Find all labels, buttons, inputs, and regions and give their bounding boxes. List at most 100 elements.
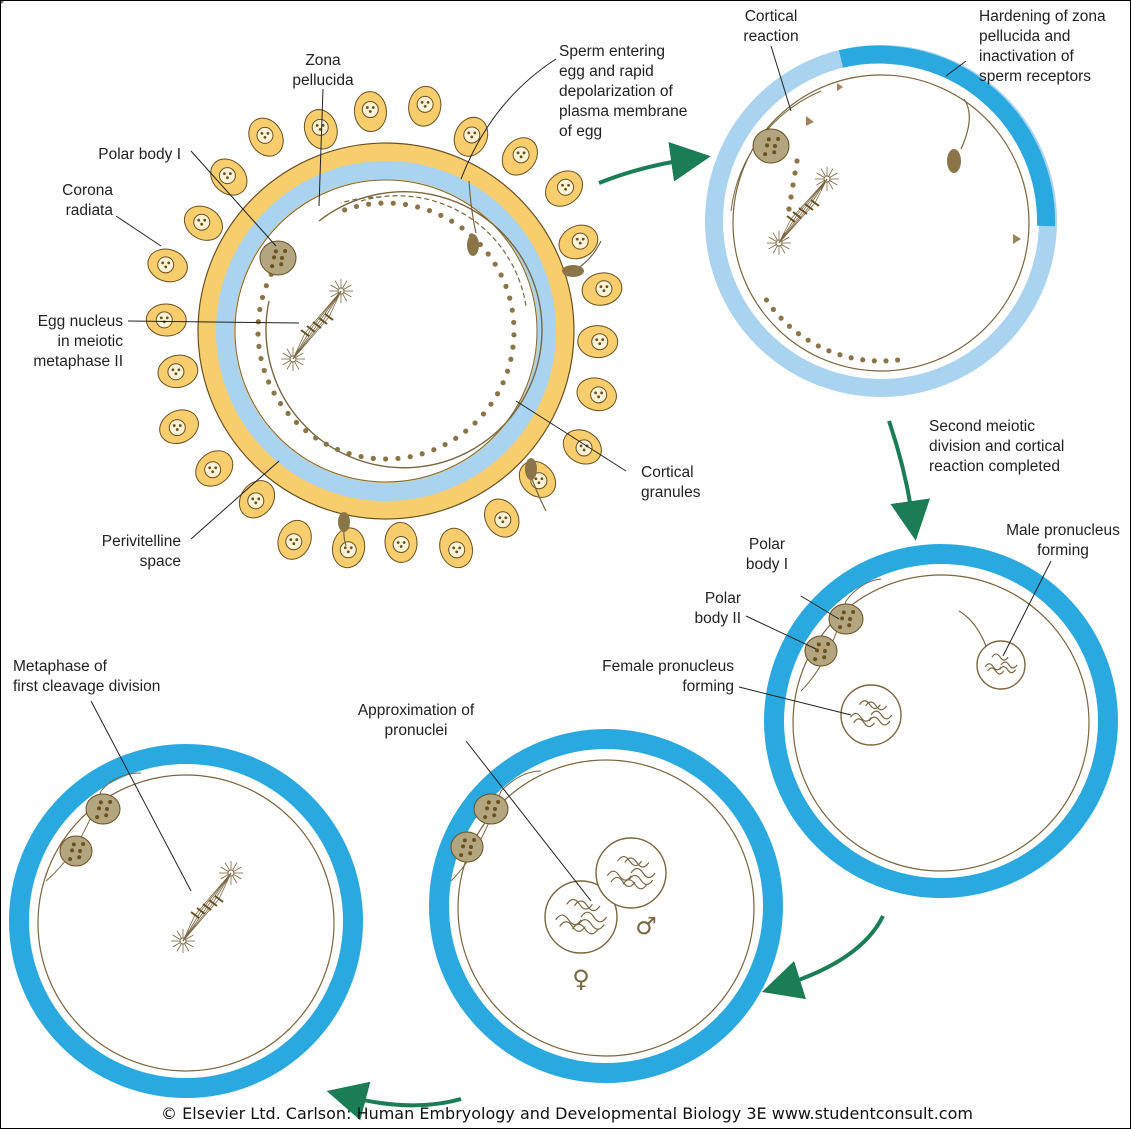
cortical-granule bbox=[472, 420, 477, 425]
chromatin-dot bbox=[600, 285, 603, 288]
chromatin-dot bbox=[254, 501, 257, 504]
label-line: radiata bbox=[66, 202, 114, 219]
corona-cell-nucleus bbox=[194, 214, 210, 230]
chromatin-dot bbox=[424, 105, 427, 108]
chromatin-dot bbox=[292, 542, 295, 545]
chromatin-dot bbox=[166, 317, 169, 320]
chromatin-dot bbox=[270, 264, 274, 268]
cortical-granule bbox=[794, 158, 799, 163]
chromatin-dot bbox=[229, 172, 232, 175]
chromatin-dot bbox=[316, 124, 319, 127]
cortical-granule bbox=[371, 456, 376, 461]
label-line: first cleavage division bbox=[13, 678, 160, 695]
chromatin-dot bbox=[582, 238, 585, 241]
chromatin-dot bbox=[540, 477, 543, 480]
label-line: pellucida and bbox=[979, 28, 1070, 45]
chromatin-dot bbox=[403, 541, 406, 544]
chromatin-dot bbox=[485, 806, 489, 810]
polar-body-2 bbox=[451, 832, 483, 862]
chromatin-dot bbox=[108, 800, 112, 804]
label-sperm-entering: Sperm enteringegg and rapiddepolarizatio… bbox=[559, 43, 687, 140]
chromatin-dot bbox=[283, 249, 287, 253]
chromatin-dot bbox=[813, 657, 817, 661]
cortical-granule bbox=[427, 208, 432, 213]
cortical-granule bbox=[481, 411, 486, 416]
corona-cell-nucleus bbox=[464, 127, 480, 143]
cortical-granule bbox=[420, 451, 425, 456]
label-line: sperm receptors bbox=[979, 68, 1091, 85]
chromatin-dot bbox=[161, 261, 164, 264]
corona-cell-nucleus bbox=[219, 168, 235, 184]
chromatin-dot bbox=[459, 853, 463, 857]
cortical-granule bbox=[378, 201, 383, 206]
cortical-granule bbox=[408, 454, 413, 459]
chromatin-dot bbox=[272, 255, 276, 259]
cortical-granule bbox=[499, 272, 504, 277]
cortical-granule bbox=[495, 391, 500, 396]
corona-cell-nucleus bbox=[393, 536, 409, 552]
cortical-granule bbox=[262, 368, 267, 373]
cortical-granule bbox=[486, 251, 491, 256]
chromatin-dot bbox=[197, 219, 200, 222]
cortical-granule bbox=[816, 343, 821, 348]
chromatin-dot bbox=[172, 368, 175, 371]
corona-cell-nucleus bbox=[205, 462, 221, 478]
label-line: division and cortical bbox=[929, 438, 1064, 455]
label-line: Male pronucleus bbox=[1006, 522, 1120, 539]
chromatin-dot bbox=[167, 261, 170, 264]
label-line: Corona bbox=[62, 182, 113, 199]
cortical-granule bbox=[788, 194, 793, 199]
chromatin-dot bbox=[68, 857, 72, 861]
label-egg-nucleus: Egg nucleusin meioticmetaphase II bbox=[33, 313, 123, 370]
label-line: Hardening of zona bbox=[979, 8, 1106, 25]
cortical-granule bbox=[271, 390, 276, 395]
chromatin-dot bbox=[226, 176, 229, 179]
cortical-granule bbox=[786, 206, 791, 211]
chromatin-dot bbox=[279, 262, 283, 266]
polar-body-1 bbox=[474, 794, 508, 824]
cortical-granule bbox=[395, 456, 400, 461]
cortical-granule bbox=[347, 451, 352, 456]
cortical-granule bbox=[403, 202, 408, 207]
cortical-granule bbox=[354, 204, 359, 209]
chromatin-dot bbox=[468, 851, 472, 855]
chromatin-dot bbox=[564, 188, 567, 191]
chromatin-dot bbox=[77, 855, 81, 859]
chromatin-dot bbox=[603, 289, 606, 292]
panel-sperm-entry bbox=[144, 84, 625, 572]
chromatin-dot bbox=[498, 516, 501, 519]
chromatin-dot bbox=[295, 538, 298, 541]
chromatin-dot bbox=[347, 550, 350, 553]
chromatin-dot bbox=[773, 144, 777, 148]
cortical-granule bbox=[507, 296, 512, 301]
cortical-granule bbox=[257, 307, 262, 312]
arrow-2-to-3 bbox=[889, 421, 913, 521]
chromatin-dot bbox=[105, 807, 109, 811]
chromatin-dot bbox=[838, 625, 842, 629]
cortical-granule bbox=[883, 358, 888, 363]
corona-cell-nucleus bbox=[558, 179, 574, 195]
chromatin-dot bbox=[421, 101, 424, 104]
arrow-3-to-4 bbox=[781, 916, 883, 986]
label-cortical-reaction: Corticalreaction bbox=[743, 8, 798, 45]
cortical-granule bbox=[260, 295, 265, 300]
label-line: Female pronucleus bbox=[602, 658, 734, 675]
label-second-meiotic: Second meioticdivision and corticalreact… bbox=[929, 418, 1064, 475]
chromatin-dot bbox=[576, 238, 579, 241]
label-corona-radiata: Corona radiata bbox=[62, 182, 113, 219]
label-line: plasma membrane bbox=[559, 103, 687, 120]
chromatin-dot bbox=[501, 520, 504, 523]
cortical-granule bbox=[510, 345, 515, 350]
corona-cell-nucleus bbox=[591, 387, 607, 403]
panel-approximation bbox=[439, 739, 773, 1073]
chromatin-dot bbox=[597, 395, 600, 398]
label-line: granules bbox=[641, 484, 701, 501]
chromatin-dot bbox=[72, 842, 76, 846]
corona-cell-nucleus bbox=[495, 512, 511, 528]
chromatin-dot bbox=[847, 623, 851, 627]
label-line: body II bbox=[694, 610, 741, 627]
corona-cell-nucleus bbox=[248, 493, 264, 509]
corona-cell-nucleus bbox=[592, 334, 608, 350]
cortical-granule bbox=[826, 348, 831, 353]
label-line: reaction completed bbox=[929, 458, 1060, 475]
